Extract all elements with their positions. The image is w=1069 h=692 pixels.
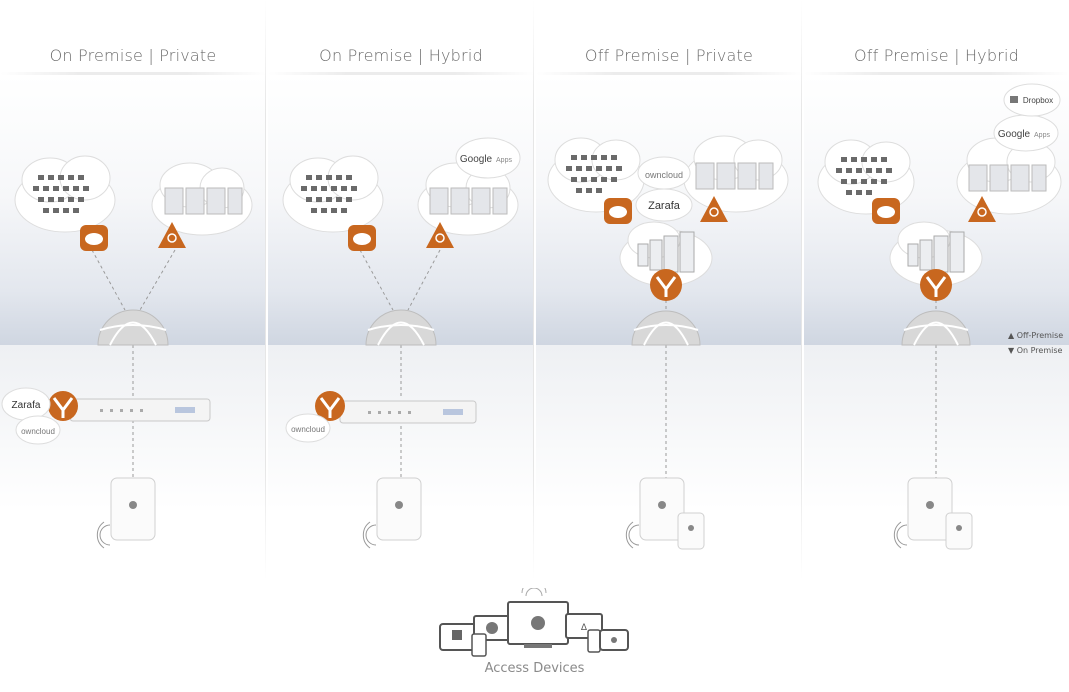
- google-apps-suffix: Apps: [496, 157, 512, 164]
- deployment-diagram: owncloud Zarafa: [547, 135, 789, 550]
- google-apps-cloud-icon: Google Apps: [455, 137, 521, 179]
- deployment-diagram: Google Apps owncloud: [282, 137, 521, 549]
- column-on-premise-hybrid: On Premise | Hybrid Google Apps: [268, 0, 534, 580]
- datacenter-cloud-icon: [619, 221, 713, 287]
- server-cloud-icon: [956, 137, 1062, 215]
- zarafa-logo-icon: Zarafa: [635, 188, 693, 222]
- chrome-laptop-icon: [473, 615, 511, 641]
- owncloud-logo-icon: owncloud: [15, 415, 61, 445]
- server-cloud-icon: [417, 162, 519, 236]
- internet-globe-icon: [365, 309, 437, 346]
- phone-icon: [471, 633, 487, 657]
- univention-logo-icon: [315, 391, 345, 421]
- internet-globe-icon: [97, 309, 169, 346]
- apple-monitor-icon: [507, 601, 569, 648]
- apps-cloud-icon: [282, 155, 384, 233]
- column-on-premise-private: On Premise | Private: [0, 0, 266, 580]
- apps-cloud-icon: [547, 137, 645, 213]
- zarafa-logo-icon: Zarafa: [1, 387, 51, 421]
- column-title: Off Premise | Hybrid: [854, 46, 1019, 65]
- univention-logo-icon: [48, 391, 78, 421]
- owncloud-label: owncloud: [291, 425, 325, 434]
- smartphone-icon: [587, 629, 601, 653]
- warning-triangle-icon: [700, 196, 728, 222]
- tablet-icon: [439, 623, 477, 651]
- cloud-service-badge-icon: [872, 198, 900, 224]
- google-apps-word: Google: [998, 129, 1031, 140]
- legend-on-premise: ▼ On Premise: [1008, 346, 1063, 355]
- dropbox-label: Dropbox: [1023, 96, 1053, 105]
- svg-text:Δ: Δ: [581, 623, 588, 633]
- mini-access-point-icon: [945, 512, 973, 550]
- dropbox-cloud-icon: Dropbox: [1003, 83, 1061, 117]
- access-point-icon: [96, 477, 156, 549]
- wifi-signal-icon: [521, 588, 547, 597]
- column-title: On Premise | Hybrid: [319, 46, 483, 65]
- column-off-premise-hybrid: Off Premise | Hybrid Google Apps Dropbox: [804, 0, 1069, 580]
- column-title: On Premise | Private: [49, 46, 217, 65]
- univention-logo-icon: [650, 269, 682, 301]
- access-devices-illustration: Δ: [439, 588, 629, 657]
- legend: ▲ Off-Premise ▼ On Premise: [1008, 331, 1063, 355]
- google-apps-word: Google: [460, 154, 493, 165]
- deployment-diagram: Zarafa owncloud: [1, 155, 253, 549]
- deployment-diagram: Google Apps Dropbox: [817, 83, 1062, 550]
- google-apps-suffix: Apps: [1034, 132, 1050, 139]
- column-title: Off Premise | Private: [584, 46, 754, 65]
- cloud-service-badge-icon: [604, 198, 632, 224]
- android-tablet-icon: [599, 629, 629, 651]
- legend-on-premise-label: On Premise: [1016, 346, 1063, 355]
- triangle-up-icon: ▲: [1008, 331, 1015, 340]
- warning-triangle-icon: [968, 196, 996, 222]
- univention-logo-icon: [920, 269, 952, 301]
- mini-access-point-icon: [677, 512, 705, 550]
- server-cloud-icon: [683, 135, 789, 213]
- access-devices-caption: Access Devices: [484, 661, 585, 676]
- legend-off-premise: ▲ Off-Premise: [1008, 331, 1063, 340]
- warning-triangle-icon: [158, 222, 186, 248]
- access-point-icon: [893, 477, 953, 549]
- internet-globe-icon: [901, 310, 971, 346]
- owncloud-logo-icon: owncloud: [637, 156, 691, 190]
- owncloud-label: owncloud: [645, 170, 683, 180]
- triangle-down-icon: ▼: [1008, 346, 1015, 355]
- rack-appliance-icon: [69, 398, 211, 422]
- zarafa-label: Zarafa: [648, 200, 681, 212]
- legend-off-premise-label: Off-Premise: [1016, 331, 1064, 340]
- zarafa-label: Zarafa: [12, 400, 41, 411]
- apps-cloud-icon: [14, 155, 116, 233]
- access-point-icon: [625, 477, 685, 549]
- access-point-icon: [362, 477, 422, 549]
- internet-globe-icon: [631, 310, 701, 346]
- cloud-service-badge-icon: [348, 225, 376, 251]
- warning-triangle-icon: [426, 222, 454, 248]
- server-cloud-icon: [151, 162, 253, 236]
- datacenter-cloud-icon: [889, 221, 983, 287]
- owncloud-logo-icon: owncloud: [285, 413, 331, 443]
- cloud-service-badge-icon: [80, 225, 108, 251]
- owncloud-label: owncloud: [21, 427, 55, 436]
- column-off-premise-private: Off Premise | Private owncloud Zarafa: [536, 0, 802, 580]
- rack-appliance-icon: [339, 400, 477, 424]
- google-apps-cloud-icon: Google Apps: [993, 114, 1059, 152]
